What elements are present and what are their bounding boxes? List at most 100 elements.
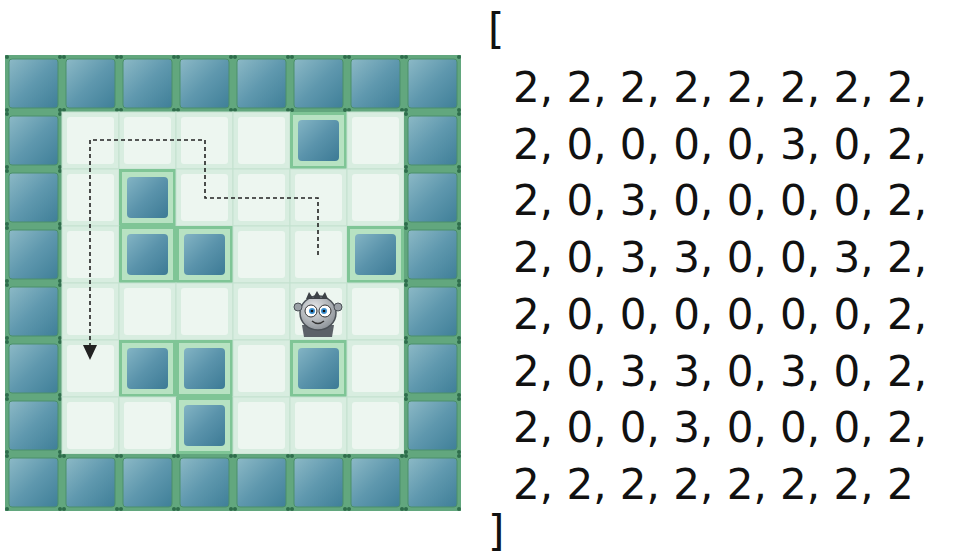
- floor-tile: [62, 397, 119, 454]
- block-tile: [184, 348, 225, 389]
- rivet: [58, 283, 62, 287]
- floor-inner: [238, 117, 285, 164]
- rivet: [58, 112, 62, 116]
- block-tile: [184, 234, 225, 275]
- rivet: [229, 454, 233, 458]
- rivet: [176, 108, 180, 112]
- rivet: [58, 336, 62, 340]
- floor-tile: [290, 283, 347, 340]
- rivet: [404, 397, 408, 401]
- matrix-row: 2, 0, 3, 3, 0, 3, 0, 2,: [513, 348, 927, 396]
- rivet: [404, 112, 408, 116]
- rivet: [58, 340, 62, 344]
- floor-inner: [238, 288, 285, 335]
- block-frame: [290, 340, 347, 397]
- rivet: [5, 165, 9, 169]
- rivet: [62, 454, 66, 458]
- rivet: [457, 279, 461, 283]
- wall-tile: [9, 59, 58, 108]
- wall-frame: [5, 226, 62, 283]
- floor-tile: [347, 397, 404, 454]
- block-glow: [122, 343, 173, 394]
- floor-tile: [62, 340, 119, 397]
- rivet: [347, 108, 351, 112]
- wall-tile: [123, 59, 172, 108]
- wall-tile: [408, 344, 457, 393]
- rivet: [5, 454, 9, 458]
- wall-frame: [290, 55, 347, 112]
- floor-tile: [347, 112, 404, 169]
- wall-frame: [233, 454, 290, 511]
- rivet: [457, 112, 461, 116]
- rivet: [404, 450, 408, 454]
- wall-frame: [347, 55, 404, 112]
- matrix-row: 2, 0, 0, 0, 0, 3, 0, 2,: [513, 121, 927, 169]
- rivet: [58, 55, 62, 59]
- rivet: [457, 283, 461, 287]
- wall-tile: [9, 230, 58, 279]
- rivet: [176, 454, 180, 458]
- rivet: [404, 393, 408, 397]
- wall-tile: [237, 59, 286, 108]
- block-frame: [176, 340, 233, 397]
- matrix-row: 2, 2, 2, 2, 2, 2, 2, 2: [513, 461, 914, 509]
- block-frame: [290, 112, 347, 169]
- rivet: [347, 55, 351, 59]
- wall-frame: [62, 454, 119, 511]
- rivet: [404, 165, 408, 169]
- rivet: [58, 454, 62, 458]
- rivet: [5, 507, 9, 511]
- floor-inner: [124, 288, 171, 335]
- floor-inner: [352, 402, 399, 449]
- block-tile: [184, 405, 225, 446]
- floor-tile: [347, 169, 404, 226]
- rivet: [62, 507, 66, 511]
- floor-inner: [352, 345, 399, 392]
- rivet: [58, 393, 62, 397]
- wall-frame: [5, 169, 62, 226]
- rivet: [457, 450, 461, 454]
- rivet: [5, 336, 9, 340]
- floor-tile: [233, 397, 290, 454]
- block-tile: [298, 120, 339, 161]
- rivet: [119, 108, 123, 112]
- rivet: [404, 222, 408, 226]
- floor-inner: [295, 402, 342, 449]
- wall-tile: [294, 59, 343, 108]
- wall-frame: [404, 169, 461, 226]
- rivet: [5, 397, 9, 401]
- wall-tile: [351, 59, 400, 108]
- floor-inner: [352, 288, 399, 335]
- floor-tile: [176, 283, 233, 340]
- rivet: [115, 55, 119, 59]
- rivet: [286, 55, 290, 59]
- rivet: [404, 169, 408, 173]
- block-glow: [122, 229, 173, 280]
- rivet: [400, 55, 404, 59]
- board-ground: [5, 55, 461, 511]
- rivet: [5, 108, 9, 112]
- block-tile: [298, 348, 339, 389]
- floor-inner: [238, 402, 285, 449]
- block-frame: [176, 226, 233, 283]
- arrow-head: [83, 345, 97, 360]
- wall-frame: [404, 55, 461, 112]
- floor-inner: [181, 288, 228, 335]
- block-glow: [293, 343, 344, 394]
- rivet: [286, 454, 290, 458]
- rivet: [115, 507, 119, 511]
- floor-inner: [352, 117, 399, 164]
- wall-frame: [233, 55, 290, 112]
- rivet: [115, 454, 119, 458]
- wall-frame: [176, 55, 233, 112]
- block-glow: [293, 115, 344, 166]
- wall-tile: [408, 401, 457, 450]
- rivet: [457, 393, 461, 397]
- tile-layer: [5, 55, 461, 511]
- rivet: [404, 507, 408, 511]
- rivet: [457, 169, 461, 173]
- rivet: [343, 55, 347, 59]
- block-glow: [350, 229, 401, 280]
- wall-frame: [404, 283, 461, 340]
- floor-inner: [67, 345, 114, 392]
